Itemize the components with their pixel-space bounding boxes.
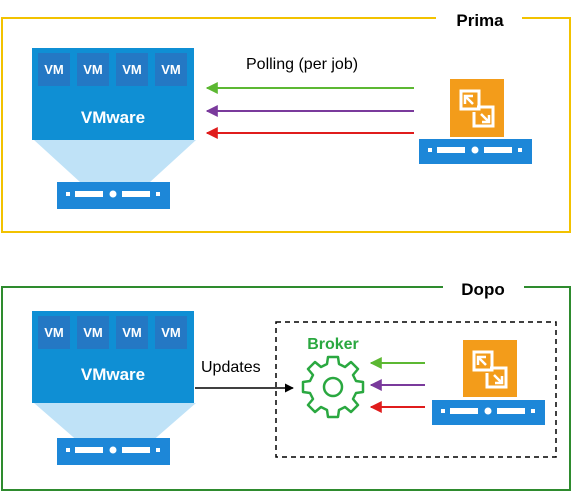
panel-before-title: Prima xyxy=(456,11,504,30)
server-icon xyxy=(57,438,170,465)
vmware-stack-icon: VM VM VM VM VMware xyxy=(32,311,196,443)
broker-container xyxy=(275,321,557,458)
vmware-stack-icon: VM VM VM VM VMware xyxy=(32,48,196,182)
vmware-label: VMware xyxy=(81,108,145,127)
panel-before: Prima VM VM VM VM VMware Polling (per jo… xyxy=(1,11,571,233)
vm-label: VM xyxy=(122,62,142,77)
broker-label: Broker xyxy=(307,336,359,353)
vm-label: VM xyxy=(83,325,103,340)
panel-after: Dopo VM VM VM VM VMware Updates xyxy=(1,280,571,491)
vm-label: VM xyxy=(83,62,103,77)
vmware-label: VMware xyxy=(81,365,145,384)
panel-after-frame xyxy=(1,286,571,491)
vm-label: VM xyxy=(122,325,142,340)
server-icon xyxy=(419,139,532,164)
polling-label: Polling (per job) xyxy=(246,56,358,73)
veeam-app-icon xyxy=(450,79,504,137)
server-icon xyxy=(57,182,170,209)
vm-label: VM xyxy=(161,62,181,77)
updates-label: Updates xyxy=(201,359,261,376)
gear-icon xyxy=(301,355,365,419)
vm-label: VM xyxy=(161,325,181,340)
veeam-app-icon xyxy=(463,340,517,397)
vm-label: VM xyxy=(44,325,64,340)
panel-after-title: Dopo xyxy=(461,280,504,299)
panel-before-frame xyxy=(1,17,571,233)
vm-label: VM xyxy=(44,62,64,77)
server-icon xyxy=(432,400,545,425)
